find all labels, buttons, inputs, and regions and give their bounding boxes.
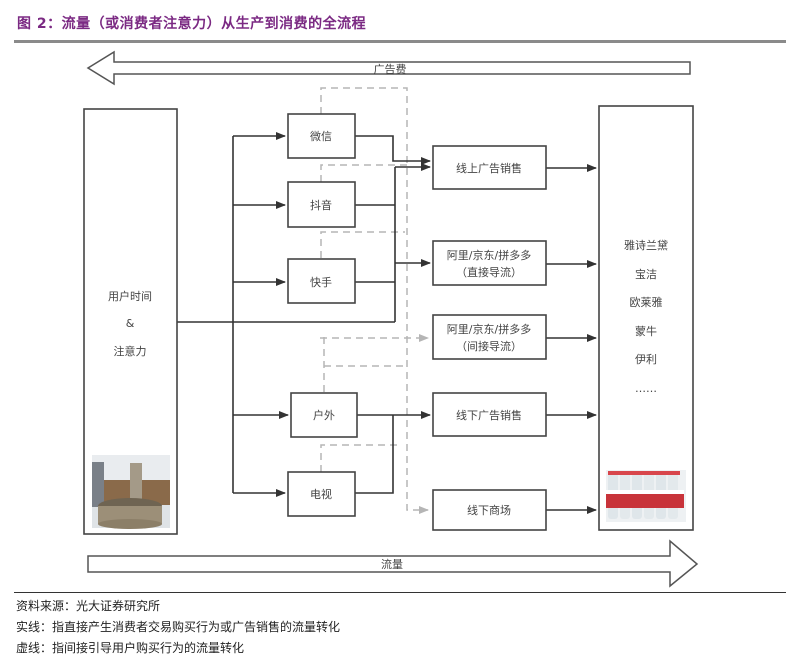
solid-line-note: 实线：指直接产生消费者交易购买行为或广告销售的流量转化 — [16, 620, 341, 634]
svg-text:微信: 微信 — [310, 129, 332, 143]
channel-douyin: 抖音 — [287, 181, 356, 228]
svg-text:抖音: 抖音 — [310, 198, 332, 212]
source-line-1: 用户时间 — [108, 289, 152, 303]
ad-fee-label: 广告费 — [374, 63, 407, 76]
svg-text:（间接导流）: （间接导流） — [456, 339, 522, 353]
svg-text:线下广告销售: 线下广告销售 — [456, 408, 522, 422]
solid-connections — [177, 132, 597, 514]
dashed-connections — [320, 87, 429, 514]
outlet-online-ad: 线上广告销售 — [432, 145, 547, 190]
brand-item: 伊利 — [635, 353, 657, 366]
svg-text:户外: 户外 — [313, 408, 335, 422]
source-line-2: & — [126, 317, 135, 330]
outlet-offline-ad: 线下广告销售 — [432, 392, 547, 437]
channel-tv: 电视 — [287, 471, 356, 517]
channel-kuaishou: 快手 — [287, 258, 356, 304]
svg-text:快手: 快手 — [310, 275, 332, 289]
brand-item: 雅诗兰黛 — [624, 238, 668, 252]
svg-text:电视: 电视 — [310, 487, 332, 501]
well-photo — [92, 455, 170, 529]
outlet-ecom-direct: 阿里/京东/拼多多 （直接导流） — [432, 240, 547, 286]
brand-item: …… — [635, 382, 657, 395]
traffic-label: 流量 — [381, 557, 403, 571]
traffic-arrow: 流量 — [87, 539, 699, 588]
ad-fee-arrow: 广告费 — [86, 50, 691, 86]
notes-divider — [14, 592, 786, 593]
outlet-offline-mall: 线下商场 — [432, 489, 547, 531]
water-bottles-photo — [606, 470, 686, 522]
channel-wechat: 微信 — [287, 113, 356, 159]
user-attention-box: 用户时间 & 注意力 — [83, 108, 178, 535]
svg-text:阿里/京东/拼多多: 阿里/京东/拼多多 — [447, 248, 531, 262]
figure-title: 图 2：流量（或消费者注意力）从生产到消费的全流程 — [17, 16, 367, 32]
svg-text:（直接导流）: （直接导流） — [456, 265, 522, 279]
brands-box: 雅诗兰黛 宝洁 欧莱雅 蒙牛 伊利 …… — [598, 105, 694, 531]
brand-item: 欧莱雅 — [630, 295, 663, 309]
brand-item: 宝洁 — [635, 267, 657, 281]
svg-text:线下商场: 线下商场 — [467, 503, 511, 517]
source-line-3: 注意力 — [114, 344, 147, 358]
title-divider — [14, 40, 786, 43]
source-note: 资料来源：光大证券研究所 — [16, 599, 161, 613]
svg-text:线上广告销售: 线上广告销售 — [456, 161, 522, 175]
svg-text:阿里/京东/拼多多: 阿里/京东/拼多多 — [447, 322, 531, 336]
outlet-ecom-indirect: 阿里/京东/拼多多 （间接导流） — [432, 314, 547, 360]
brand-item: 蒙牛 — [635, 324, 657, 338]
channel-outdoor: 户外 — [290, 392, 358, 438]
dashed-line-note: 虚线：指间接引导用户购买行为的流量转化 — [16, 641, 245, 655]
